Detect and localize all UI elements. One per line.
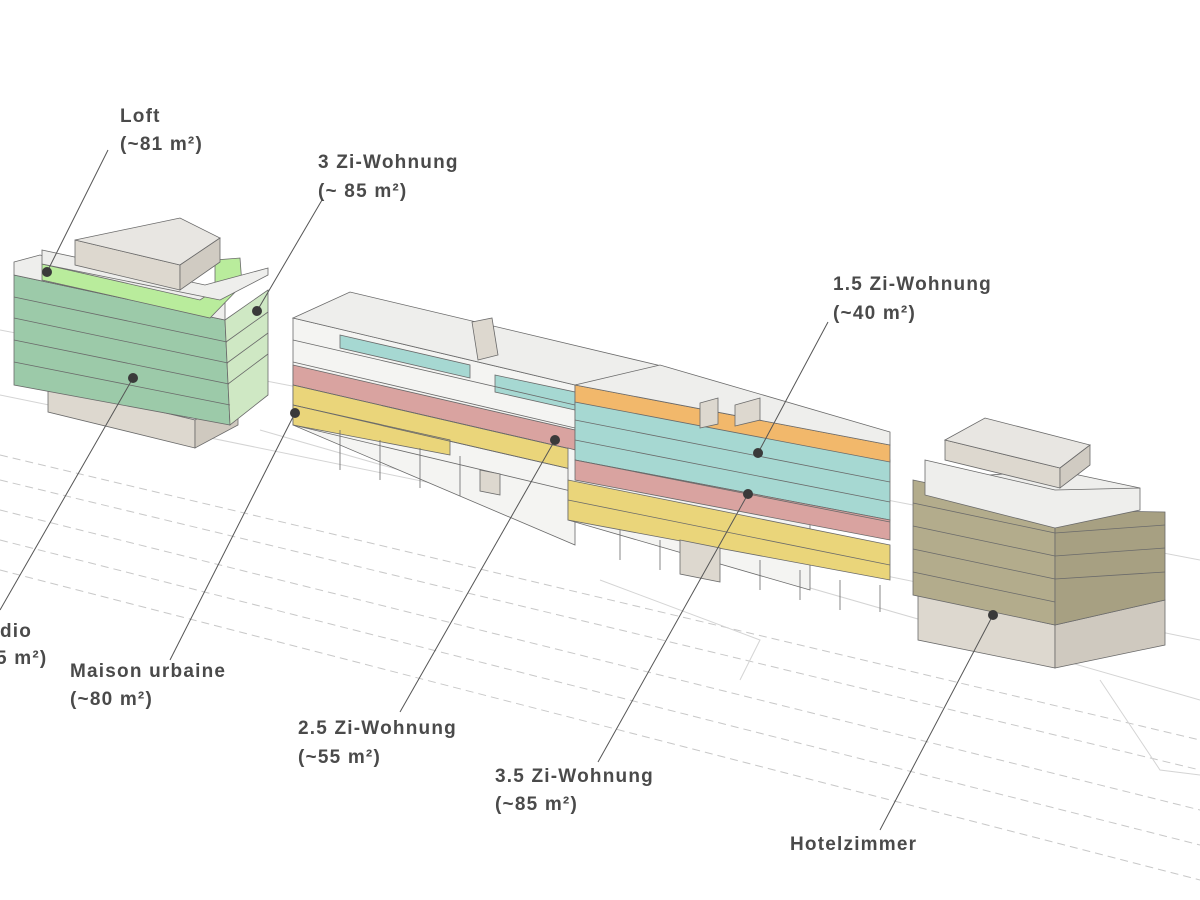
leaders [0,149,998,831]
label-maison-area: (~80 m²) [70,689,153,710]
label-1-5zi-name: 1.5 Zi-Wohnung [833,274,992,295]
label-maison-name: Maison urbaine [70,661,226,682]
label-1-5zi-area: (~40 m²) [833,303,916,324]
label-3zi-area: (~ 85 m²) [318,181,407,202]
label-studio-name: dio [0,621,32,642]
label-2-5zi-area: (~55 m²) [298,747,381,768]
label-loft-name: Loft [120,106,161,127]
building-middle [291,291,891,612]
label-studio-area: 5 m²) [0,648,47,669]
label-hotel-name: Hotelzimmer [790,834,917,855]
label-loft-area: (~81 m²) [120,134,203,155]
building-left [13,217,269,449]
label-2-5zi-name: 2.5 Zi-Wohnung [298,718,457,739]
label-3-5zi-area: (~85 m²) [495,794,578,815]
label-3zi-name: 3 Zi-Wohnung [318,152,459,173]
building-right [912,417,1166,669]
label-3-5zi-name: 3.5 Zi-Wohnung [495,766,654,787]
